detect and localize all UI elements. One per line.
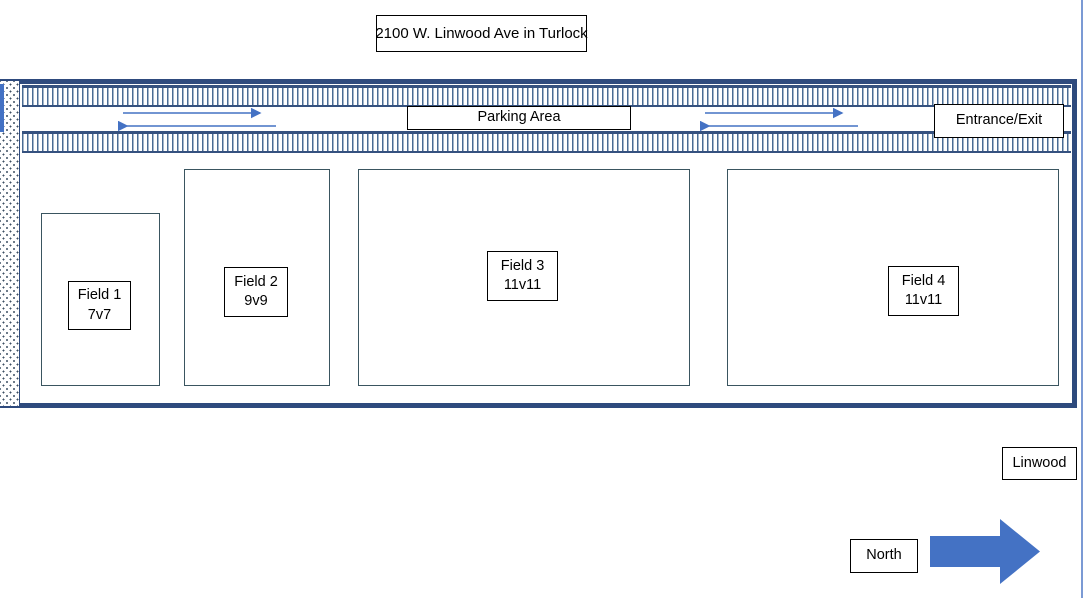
field-format-2: 9v9 <box>244 293 268 309</box>
two-way-traffic-arrows-right <box>700 107 858 132</box>
compass-label-north: North <box>850 539 918 573</box>
west-boundary-texture <box>0 81 20 406</box>
west-boundary-accent <box>0 84 4 132</box>
field-name-2: Field 2 <box>234 273 278 290</box>
field-label-3: Field 3 11v11 <box>487 251 558 301</box>
entrance-exit-text: Entrance/Exit <box>955 112 1043 129</box>
field-label-1: Field 1 7v7 <box>68 281 131 330</box>
street-label-linwood: Linwood <box>1002 447 1077 480</box>
north-direction-arrow <box>930 519 1040 584</box>
field-format-1: 7v7 <box>87 306 112 323</box>
field-label-2: Field 2 9v9 <box>224 267 288 317</box>
compass-label-text: North <box>866 547 902 564</box>
two-way-traffic-arrows-left <box>118 107 276 132</box>
field-plot-4 <box>727 169 1059 386</box>
field-label-4: Field 4 11v11 <box>888 266 959 316</box>
entrance-exit-label: Entrance/Exit <box>934 104 1064 138</box>
page-title: 2100 W. Linwood Ave in Turlock <box>375 15 588 52</box>
field-name-1: Field 1 <box>77 287 122 304</box>
field-format-3: 11v11 <box>503 277 542 293</box>
parking-area-text: Parking Area <box>477 109 561 126</box>
page-edge-rule <box>1081 0 1083 598</box>
street-label-text: Linwood <box>1012 454 1067 471</box>
parking-stalls-south <box>22 131 1071 153</box>
field-name-3: Field 3 <box>500 257 545 274</box>
field-format-4: 11v11 <box>904 292 943 308</box>
field-name-4: Field 4 <box>901 272 946 289</box>
page-title-text: 2100 W. Linwood Ave in Turlock <box>375 24 588 42</box>
parking-stalls-north <box>22 85 1071 107</box>
parking-area-label: Parking Area <box>407 106 631 130</box>
